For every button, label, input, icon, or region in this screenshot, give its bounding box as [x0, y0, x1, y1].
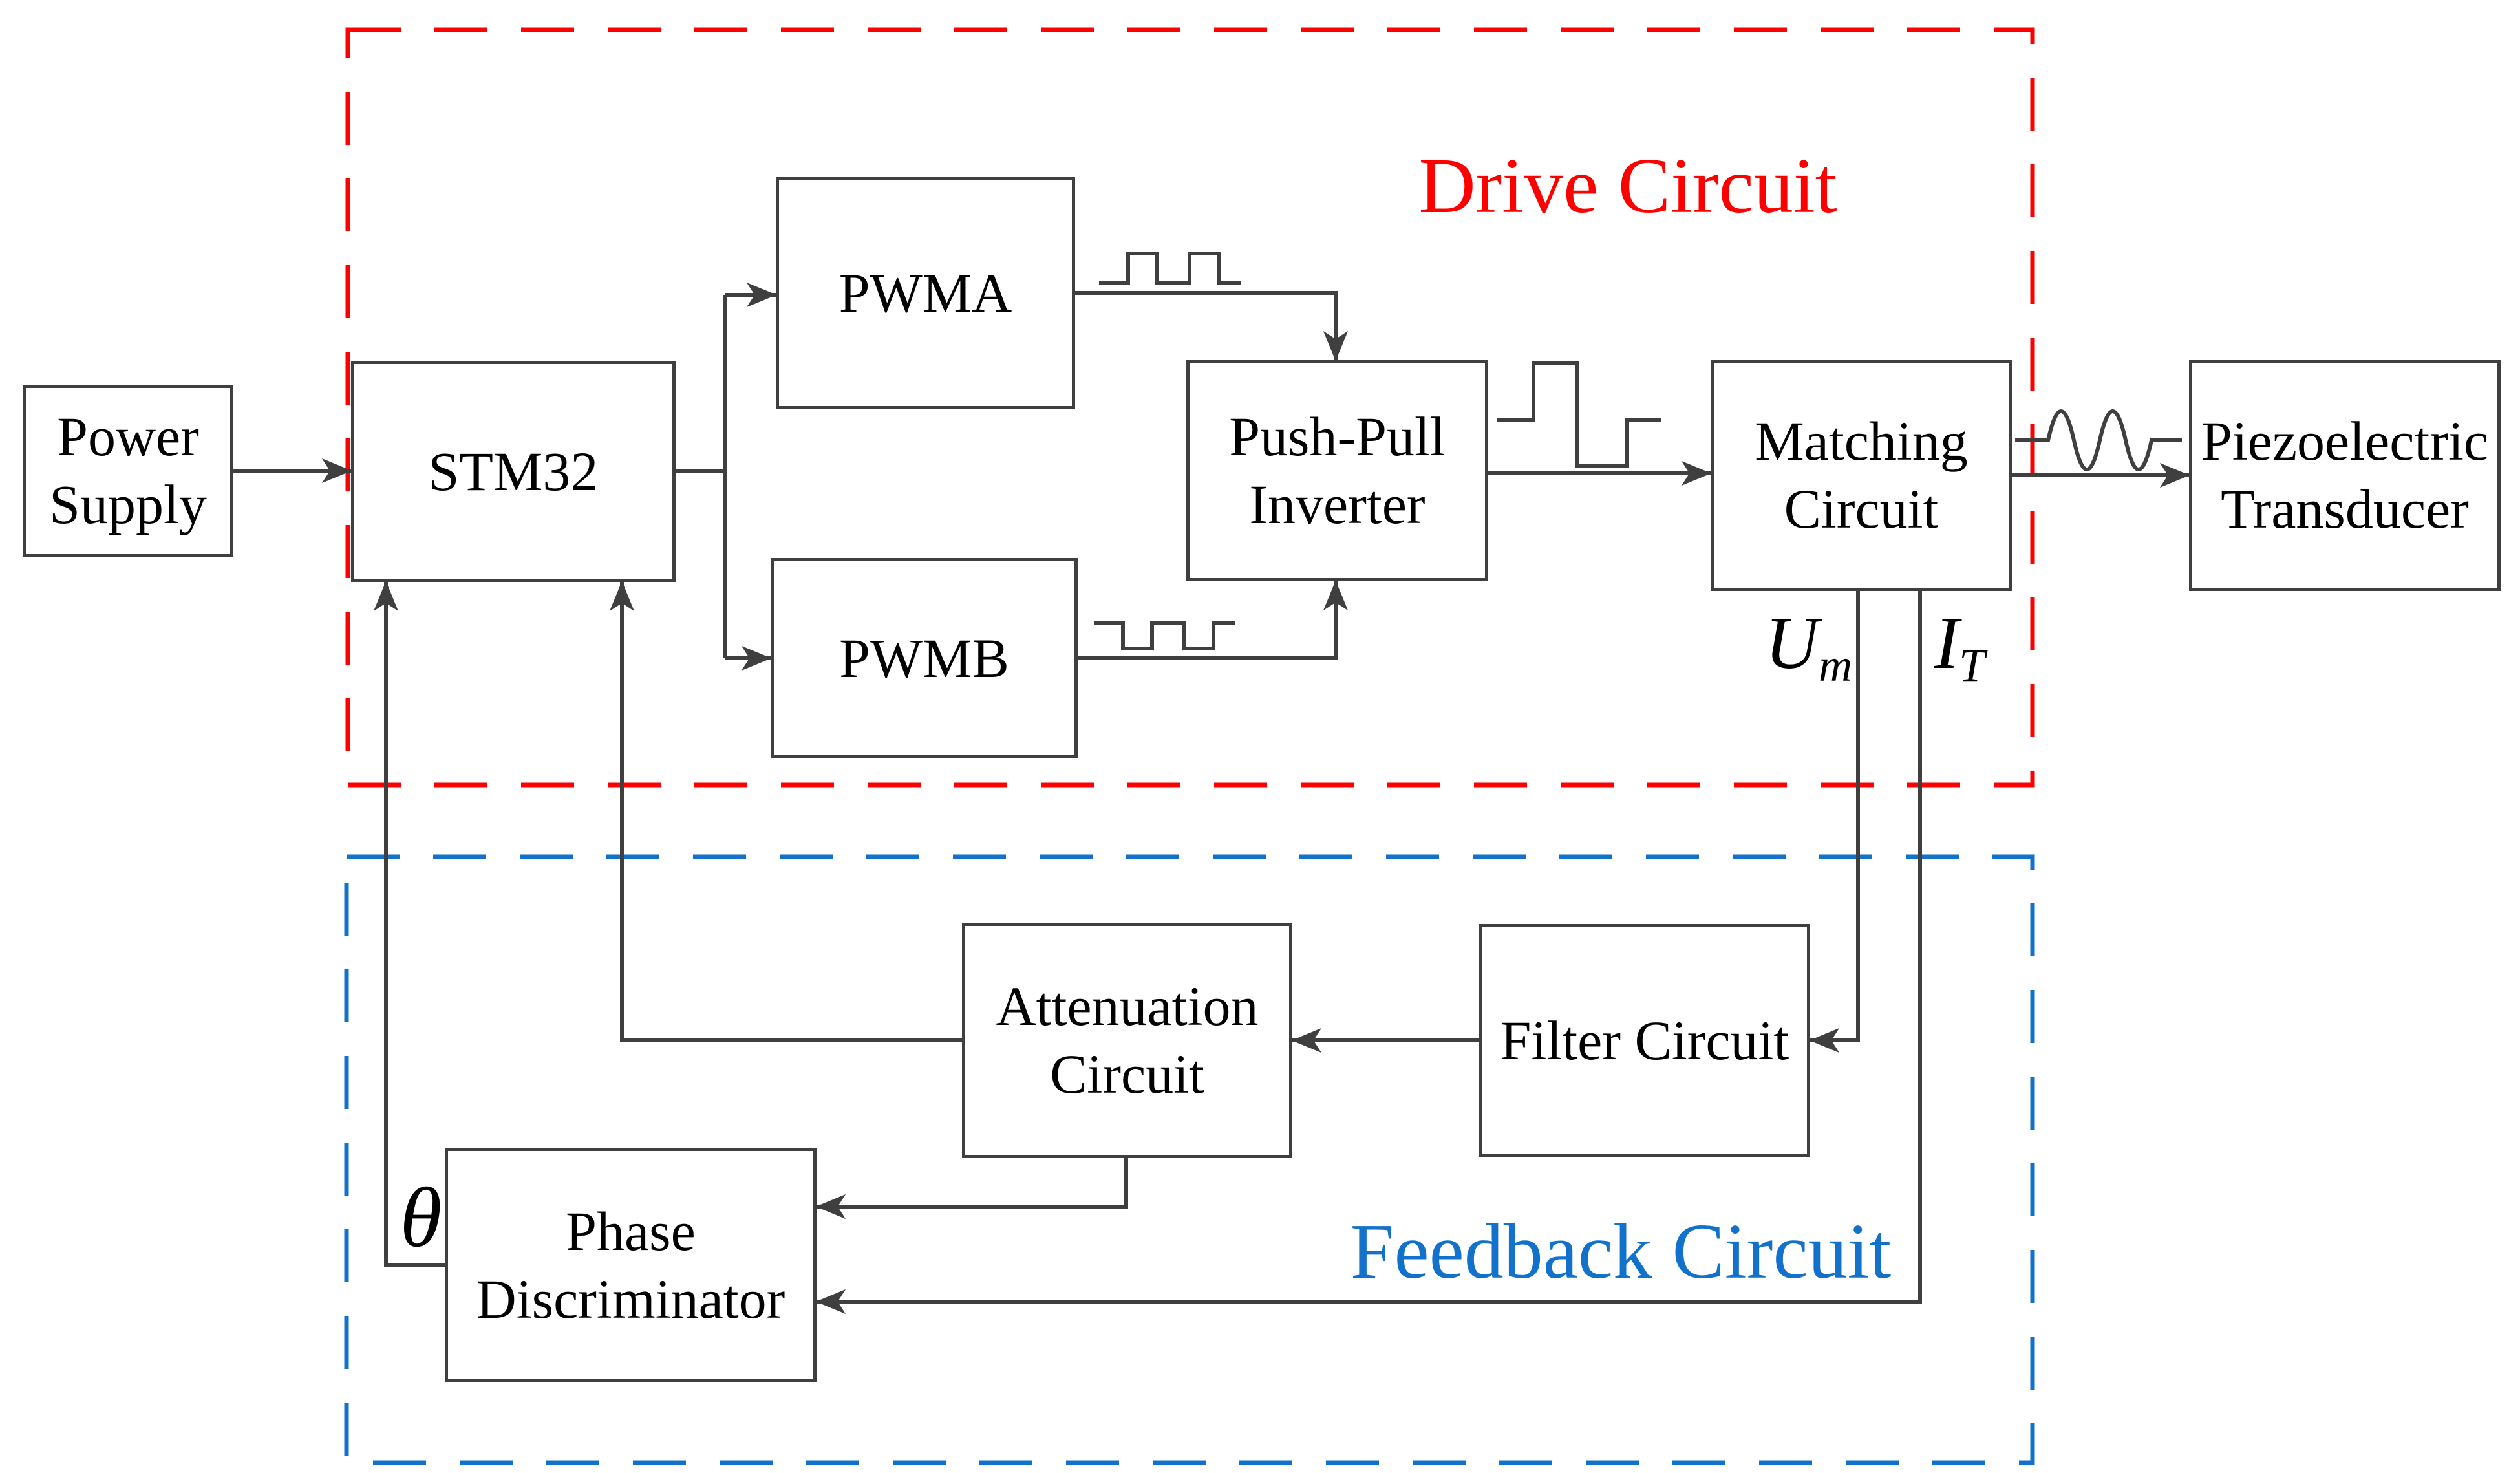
theta-signal-label: θ	[400, 1170, 442, 1265]
feedback-circuit-title: Feedback Circuit	[1350, 1208, 1892, 1295]
connector-pwma-to-inverter	[1075, 291, 1349, 361]
drive-circuit-title: Drive Circuit	[1418, 142, 1837, 230]
connector-it-to-phase	[815, 591, 1922, 1315]
filter-circuit-box: Filter Circuit	[1479, 924, 1810, 1157]
pwmb-label: PWMB	[839, 627, 1009, 689]
push-pull-inverter-box: Push-Pull Inverter	[1186, 360, 1488, 581]
piezoelectric-transducer-box: Piezoelectric Transducer	[2189, 360, 2501, 591]
phase-discriminator-label: Phase Discriminator	[476, 1199, 785, 1330]
phase-discriminator-box: Phase Discriminator	[445, 1148, 817, 1382]
sine-waveform-icon	[2015, 409, 2182, 471]
feedback-circuit-boundary	[344, 854, 2035, 1465]
pwma-label: PWMA	[838, 262, 1012, 324]
matching-circuit-label: Matching Circuit	[1755, 410, 1968, 540]
connector-pwmb-to-inverter	[1078, 580, 1349, 660]
push-pull-inverter-label: Push-Pull Inverter	[1229, 405, 1446, 535]
pwma-box: PWMA	[776, 177, 1075, 409]
um-signal-label: Um	[1713, 605, 1852, 704]
pwm-pulse-waveform-icon	[1099, 252, 1241, 285]
connector-phase-to-stm32	[373, 581, 445, 1267]
it-symbol: I	[1934, 602, 1959, 684]
it-signal-label: IT	[1934, 605, 2073, 704]
connector-attenuation-to-stm32	[609, 581, 962, 1042]
pwmb-box: PWMB	[771, 558, 1078, 758]
inverted-pwm-pulse-waveform-icon	[1094, 621, 1235, 650]
connector-attenuation-to-phase	[815, 1158, 1128, 1220]
power-supply-box: Power Supply	[23, 385, 233, 557]
power-supply-label: Power Supply	[49, 405, 207, 535]
filter-circuit-label: Filter Circuit	[1500, 1009, 1789, 1071]
matching-circuit-box: Matching Circuit	[1711, 360, 2012, 591]
connector-um-to-filter	[1809, 591, 1860, 1053]
attenuation-circuit-label: Attenuation Circuit	[996, 975, 1259, 1105]
it-subscript: T	[1959, 640, 1985, 692]
stm32-label: STM32	[428, 440, 599, 502]
bipolar-square-waveform-icon	[1497, 361, 1661, 468]
stm32-box: STM32	[351, 361, 676, 582]
attenuation-circuit-box: Attenuation Circuit	[962, 923, 1292, 1158]
piezoelectric-transducer-label: Piezoelectric Transducer	[2201, 410, 2489, 540]
um-symbol: U	[1764, 602, 1819, 684]
um-subscript: m	[1819, 640, 1852, 692]
